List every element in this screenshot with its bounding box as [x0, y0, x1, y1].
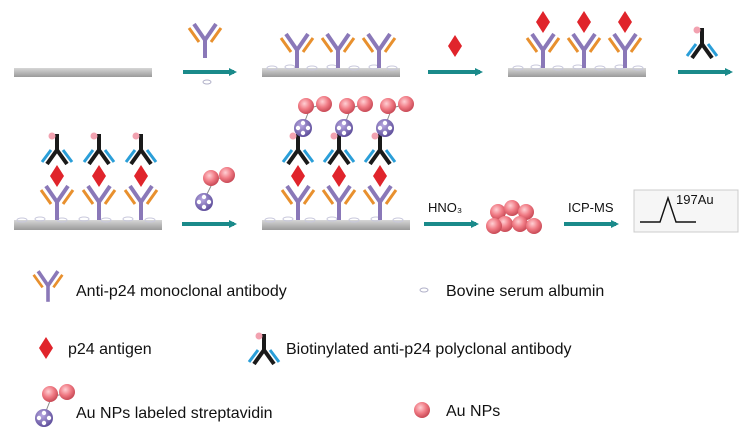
legend-biotin-antibody-icon [247, 330, 281, 366]
legend-antigen-icon [39, 337, 53, 359]
mono-antibody-icon [187, 22, 223, 60]
legend-au-strep: Au NPs labeled streptavidin [76, 405, 273, 422]
legend-bsa-icon [419, 287, 429, 293]
legend-au-nps: Au NPs [446, 403, 500, 420]
icpms-label: ICP-MS [568, 200, 614, 215]
au-strep-conjugate-icon [195, 167, 235, 211]
legend: Anti-p24 monoclonal antibody Bovine seru… [31, 269, 604, 427]
legend-bsa: Bovine serum albumin [446, 283, 604, 300]
plate-with-antigen [508, 11, 646, 77]
legend-au-np-icon [414, 402, 430, 418]
released-au-nps [486, 200, 542, 234]
peak-label: 197Au [676, 192, 714, 207]
bare-plate [14, 68, 152, 77]
plate-with-au-complex [262, 96, 414, 230]
legend-mono-antibody-icon [31, 269, 65, 304]
legend-biotin-antibody: Biotinylated anti-p24 polyclonal antibod… [286, 341, 572, 358]
plate-with-sandwich [14, 130, 162, 230]
au-peak [640, 195, 696, 223]
legend-mono-antibody: Anti-p24 monoclonal antibody [76, 283, 287, 300]
plate-with-antibodies [262, 32, 400, 77]
icpms-signal-panel: 197Au [633, 189, 739, 233]
hno3-label: HNO₃ [428, 200, 462, 215]
legend-antigen: p24 antigen [68, 341, 152, 358]
bsa-icon [202, 79, 212, 85]
biotin-antibody-icon [685, 24, 719, 60]
antigen-icon [448, 35, 462, 57]
legend-au-strep-icon [35, 384, 75, 427]
